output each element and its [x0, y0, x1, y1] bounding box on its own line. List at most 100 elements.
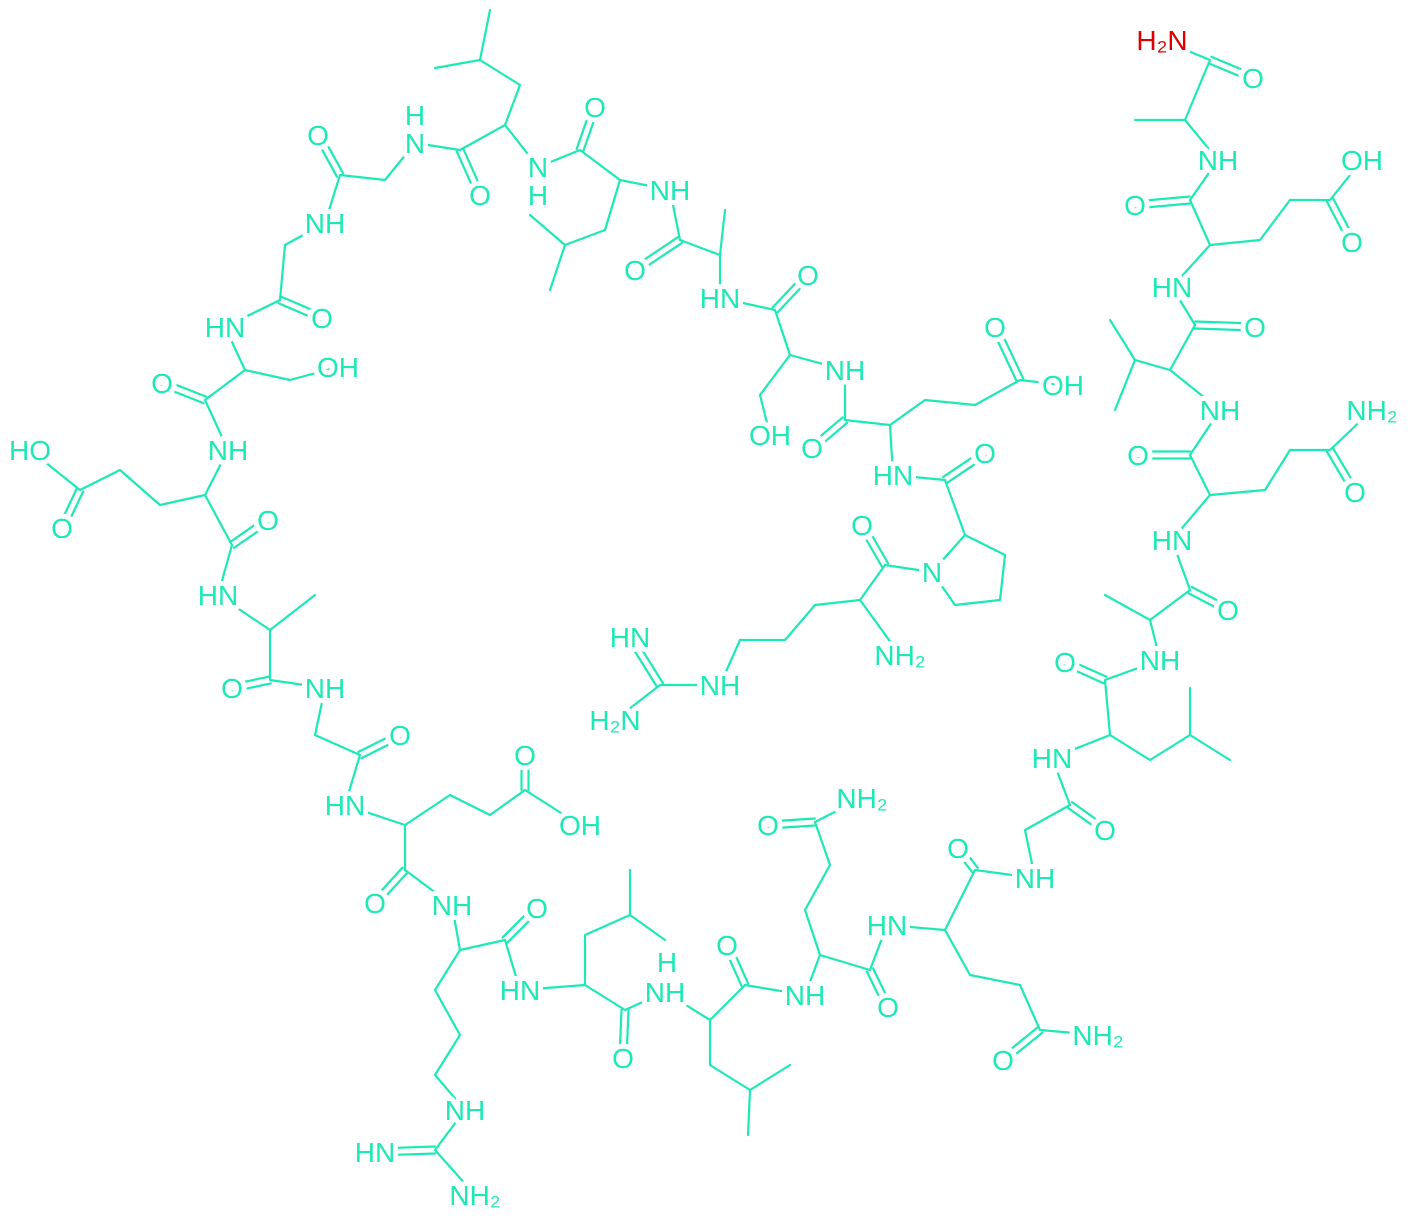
- oxygen-label: O: [1094, 815, 1116, 846]
- double-bond: [771, 271, 807, 309]
- single-bond: [1208, 408, 1374, 497]
- single-bond: [758, 353, 792, 437]
- double-bond: [231, 682, 272, 693]
- amino-label: H₂N: [589, 705, 640, 736]
- double-bond: [1325, 450, 1354, 495]
- nitrogen-label: N: [528, 152, 548, 183]
- single-bond: [1108, 733, 1232, 762]
- single-bond: [943, 928, 1100, 1037]
- double-bond: [64, 490, 85, 531]
- single-bond: [888, 378, 1065, 427]
- amine-label: HN: [700, 283, 740, 314]
- single-bond: [478, 8, 522, 127]
- double-bond: [941, 448, 985, 479]
- double-bond: [1331, 447, 1360, 492]
- amine-label: NH: [645, 977, 685, 1008]
- single-bond: [528, 213, 567, 247]
- hydroxyl-label: OH: [559, 810, 601, 841]
- double-bond: [959, 844, 979, 869]
- double-bond: [865, 970, 886, 1010]
- oxygen-label: O: [257, 505, 279, 536]
- double-bond: [618, 1008, 623, 1059]
- amine-label: NH: [208, 435, 248, 466]
- oxygen-label: O: [877, 992, 899, 1023]
- nitrogen-label: N: [922, 557, 942, 588]
- hydroxyl-label: HO: [9, 435, 51, 466]
- double-bond: [319, 132, 345, 175]
- bonds: [28, 8, 1374, 1197]
- single-bond: [708, 1018, 792, 1092]
- double-bond: [635, 241, 684, 275]
- amine-label: HN: [1032, 743, 1072, 774]
- double-bond: [1190, 585, 1231, 609]
- double-bond: [767, 824, 817, 830]
- double-bond: [232, 521, 272, 549]
- single-bond: [403, 788, 582, 827]
- single-bond: [1208, 158, 1364, 247]
- double-bond: [999, 1026, 1039, 1059]
- nitrogen-label: N: [405, 128, 425, 159]
- oxygen-label: O: [797, 260, 819, 291]
- oxygen-label: O: [1127, 440, 1149, 471]
- double-bond: [1066, 806, 1105, 834]
- hydrogen-label: H: [528, 180, 548, 211]
- amine-label: HN: [610, 622, 650, 653]
- hydroxyl-label: OH: [1042, 370, 1084, 401]
- double-bond: [371, 866, 404, 902]
- double-bond: [455, 150, 478, 198]
- oxygen-label: O: [1217, 595, 1239, 626]
- single-bond: [930, 533, 1007, 607]
- double-bond: [1207, 62, 1253, 83]
- oxygen-label: O: [311, 303, 333, 334]
- double-bond: [376, 871, 409, 907]
- double-bond: [766, 817, 816, 823]
- amino-label: NH₂: [1346, 395, 1397, 426]
- hydroxyl-label: OH: [749, 420, 791, 451]
- single-bond: [1103, 593, 1152, 622]
- oxygen-label: O: [851, 510, 873, 541]
- double-bond: [57, 487, 78, 528]
- atom-labels: H₂NONHOOHOHNONHONH₂OHNONHOHNONHOHNOONH₂O…: [4, 20, 1403, 1216]
- double-bond: [1193, 327, 1256, 332]
- oxygen-label: O: [1242, 63, 1264, 94]
- double-bond: [1070, 801, 1109, 829]
- double-bond: [230, 675, 271, 686]
- amine-label: NH: [1198, 145, 1238, 176]
- double-bond: [462, 147, 485, 195]
- hydroxyl-label: OH: [1341, 145, 1383, 176]
- double-bond: [954, 849, 974, 874]
- single-bond: [268, 593, 317, 632]
- double-bond: [280, 295, 325, 316]
- oxygen-label: O: [1341, 227, 1363, 258]
- single-bond: [718, 208, 727, 257]
- oxygen-label: O: [514, 740, 536, 771]
- double-bond: [997, 324, 1025, 380]
- double-bond: [582, 107, 600, 153]
- single-bond: [433, 948, 477, 1197]
- amino-label: NH₂: [1072, 1020, 1123, 1051]
- single-bond: [1108, 318, 1137, 362]
- single-bond: [548, 178, 622, 292]
- oxygen-label: O: [307, 120, 329, 151]
- double-bond: [729, 942, 750, 985]
- oxygen-label: O: [624, 255, 646, 286]
- double-bond: [374, 1152, 437, 1157]
- double-bond: [1210, 55, 1256, 76]
- oxygen-label: O: [584, 92, 606, 123]
- double-bond: [313, 135, 339, 178]
- oxygen-label: O: [526, 893, 548, 924]
- amine-label: HN: [867, 910, 907, 941]
- hydroxyl-label: OH: [317, 352, 359, 383]
- oxygen-label: O: [469, 180, 491, 211]
- double-bond: [1194, 320, 1257, 325]
- double-bond: [872, 967, 893, 1007]
- single-bond: [203, 38, 1222, 1022]
- double-bond: [990, 327, 1018, 383]
- double-bond: [1004, 1031, 1044, 1064]
- double-bond: [722, 945, 743, 988]
- oxygen-label: O: [1124, 190, 1146, 221]
- amine-label: HN: [873, 460, 913, 491]
- double-bond: [813, 421, 849, 452]
- single-bond: [1113, 358, 1172, 412]
- double-bond: [1062, 664, 1105, 685]
